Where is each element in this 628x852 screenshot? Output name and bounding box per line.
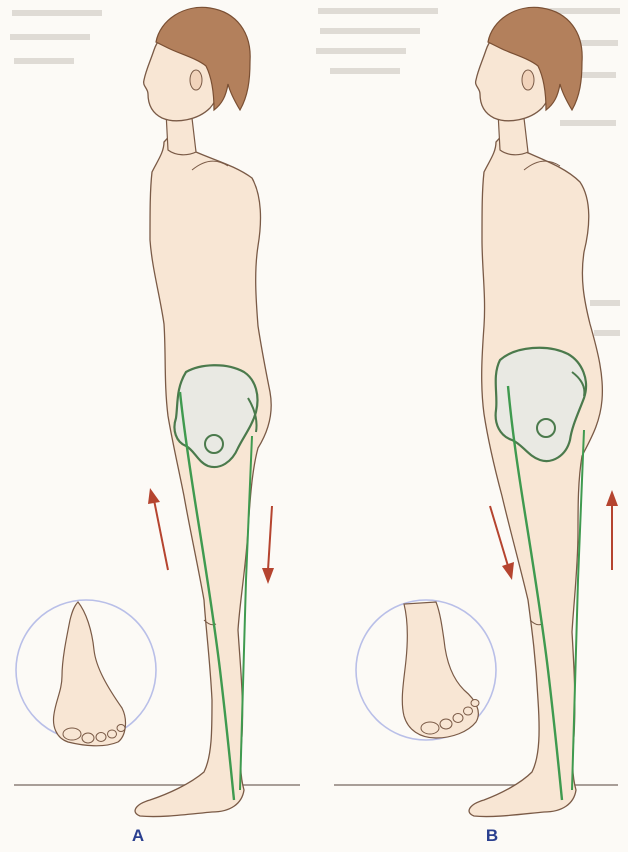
figure-b-up-arrow <box>606 490 618 570</box>
figure-a-up-arrow <box>148 488 168 570</box>
figure-b <box>356 7 618 816</box>
figure-a-down-arrow <box>262 506 274 584</box>
figure-b-ear <box>522 70 534 90</box>
figure-a-ear <box>190 70 202 90</box>
panel-label-b: B <box>472 826 512 846</box>
panel-label-a: A <box>118 826 158 846</box>
figure-a <box>16 7 274 816</box>
